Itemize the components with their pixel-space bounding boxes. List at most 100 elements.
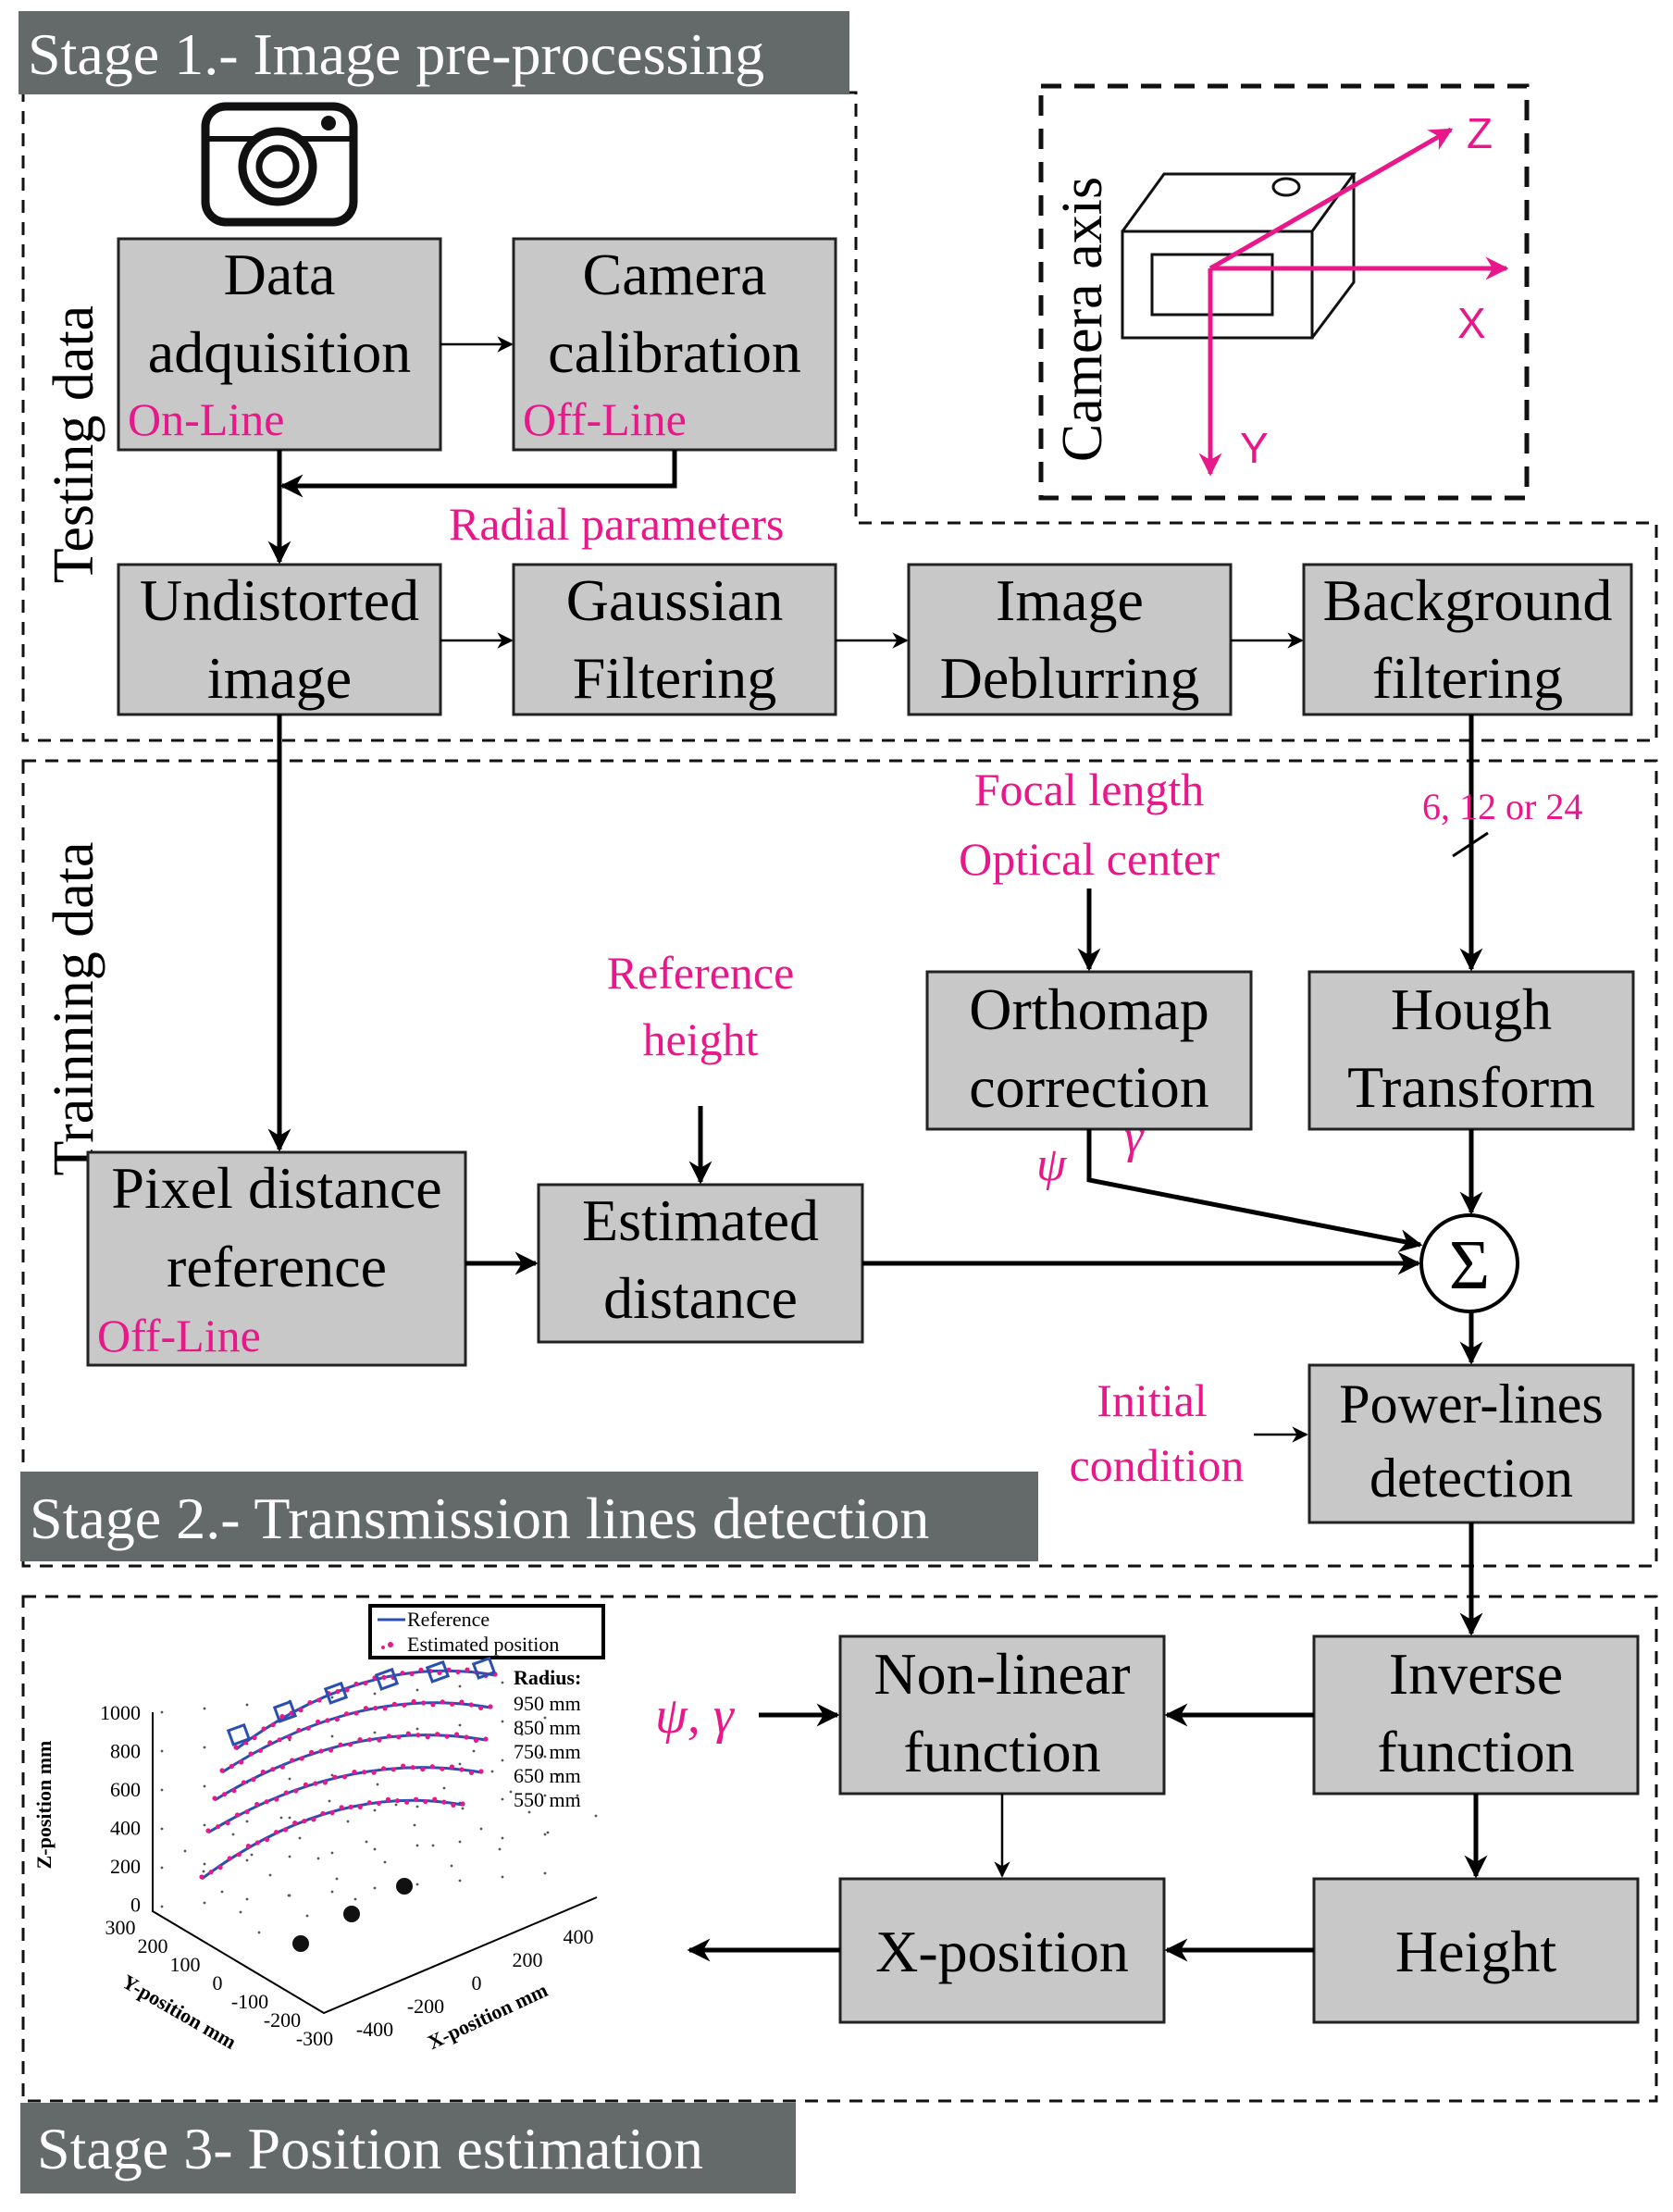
grid-dot — [501, 1758, 504, 1762]
base-point — [292, 1935, 309, 1952]
camera-marker-icon — [272, 1699, 298, 1723]
estimated-point — [468, 1770, 475, 1775]
estimated-point — [488, 1704, 493, 1709]
estimated-point — [451, 1802, 456, 1808]
grid-dot — [330, 1773, 334, 1777]
estimated-point — [385, 1796, 390, 1802]
grid-dot — [431, 1844, 435, 1847]
background-line2: filtering — [1372, 645, 1563, 711]
z-axis-title: Z-position mm — [32, 1741, 56, 1870]
estimated-point — [318, 1748, 324, 1754]
estimated-point — [329, 1809, 335, 1816]
grid-dot — [288, 1777, 291, 1781]
camera-3d-icon — [1121, 172, 1357, 340]
grid-dot — [330, 1734, 334, 1738]
grid-dot — [203, 1823, 206, 1827]
estimated-point — [363, 1680, 368, 1686]
estimated-point — [239, 1759, 244, 1765]
estimated-point — [473, 1737, 479, 1743]
grid-dot — [245, 1858, 249, 1862]
base-point — [396, 1878, 413, 1895]
estimated-point — [386, 1734, 391, 1739]
estimated-point — [316, 1697, 322, 1703]
estimated-point — [454, 1732, 460, 1737]
hough-transform-box: Hough Transform — [1307, 970, 1635, 1131]
grid-dot — [520, 1733, 524, 1736]
estimated-point — [244, 1809, 250, 1815]
y-tick: 200 — [138, 1934, 168, 1957]
estimated-point — [341, 1774, 348, 1780]
grid-dot — [160, 1905, 164, 1908]
estimated-point — [460, 1801, 465, 1807]
estimated-point — [430, 1702, 436, 1708]
grid-dot — [203, 1901, 206, 1905]
grid-dot — [373, 1692, 377, 1696]
estimated-point — [225, 1821, 230, 1826]
estimated-point — [441, 1799, 447, 1805]
psi-gamma-label: ψ, γ — [655, 1687, 736, 1745]
estimated-point — [376, 1800, 381, 1806]
estimated-point — [425, 1734, 430, 1740]
y-tick: 100 — [170, 1953, 201, 1976]
grid-dot — [328, 1799, 331, 1803]
camera-axes: Z X Y — [1198, 109, 1509, 477]
estimated-point — [371, 1770, 377, 1775]
estimated-point — [215, 1824, 221, 1830]
estimated-point — [440, 1766, 445, 1771]
estimated-point — [219, 1768, 225, 1773]
estimated-point — [409, 1671, 415, 1676]
grid-dot — [373, 1847, 377, 1851]
powerlines-line2: detection — [1369, 1448, 1573, 1509]
estimated-point — [420, 1700, 427, 1706]
cam-calib-line2: calibration — [548, 319, 801, 385]
grid-dot — [160, 1788, 164, 1792]
data-acq-line1: Data — [224, 242, 336, 307]
estimated-point — [418, 1667, 424, 1672]
estimated-point — [264, 1799, 269, 1805]
stage3-title: Stage 3- Position estimation — [37, 2116, 703, 2181]
inverse-line2: function — [1377, 1719, 1574, 1784]
grid-dot — [461, 1807, 465, 1810]
height-box: Height — [1312, 1877, 1640, 2024]
grid-dot — [543, 1755, 547, 1758]
y-tick: -200 — [264, 2008, 301, 2032]
grid-dot — [557, 1773, 561, 1777]
deblur-line2: Deblurring — [940, 645, 1200, 711]
grid-dot — [413, 1823, 416, 1827]
x-tick: 0 — [472, 1971, 482, 1995]
offline-tag-calibration: Off-Line — [523, 393, 687, 445]
grid-dot — [501, 1797, 504, 1801]
estimated-point — [320, 1810, 326, 1817]
estimated-point — [293, 1788, 299, 1794]
estimated-point — [459, 1699, 465, 1705]
grid-dot — [415, 1844, 419, 1847]
offline-tag-pixel: Off-Line — [97, 1310, 261, 1361]
estimated-point — [444, 1734, 450, 1739]
estimated-point — [260, 1769, 266, 1775]
grid-dot — [509, 1790, 513, 1794]
estimated-point — [464, 1734, 469, 1740]
nonlinear-line1: Non-linear — [874, 1641, 1130, 1707]
deblur-line1: Image — [996, 567, 1144, 633]
x-tick: -400 — [356, 2018, 393, 2041]
background-line1: Background — [1323, 567, 1613, 633]
estimated-point — [248, 1751, 254, 1757]
testing-data-label: Testing data — [43, 305, 105, 583]
height-annotation-label: height — [643, 1013, 759, 1065]
grid-dot — [160, 1866, 164, 1870]
estimated-point — [449, 1764, 454, 1770]
estimated-point — [459, 1767, 465, 1772]
estimated-point — [251, 1777, 256, 1783]
y-tick: 0 — [213, 1971, 223, 1995]
grid-dot — [330, 1696, 334, 1699]
estimated-point — [235, 1812, 241, 1818]
legend-reference: Reference — [407, 1608, 490, 1631]
grid-dot — [239, 1910, 242, 1914]
estimated-point — [348, 1804, 353, 1809]
plot-legend: Reference Estimated position — [368, 1604, 605, 1659]
estimated-point — [437, 1670, 442, 1675]
estimated-point — [303, 1782, 308, 1787]
